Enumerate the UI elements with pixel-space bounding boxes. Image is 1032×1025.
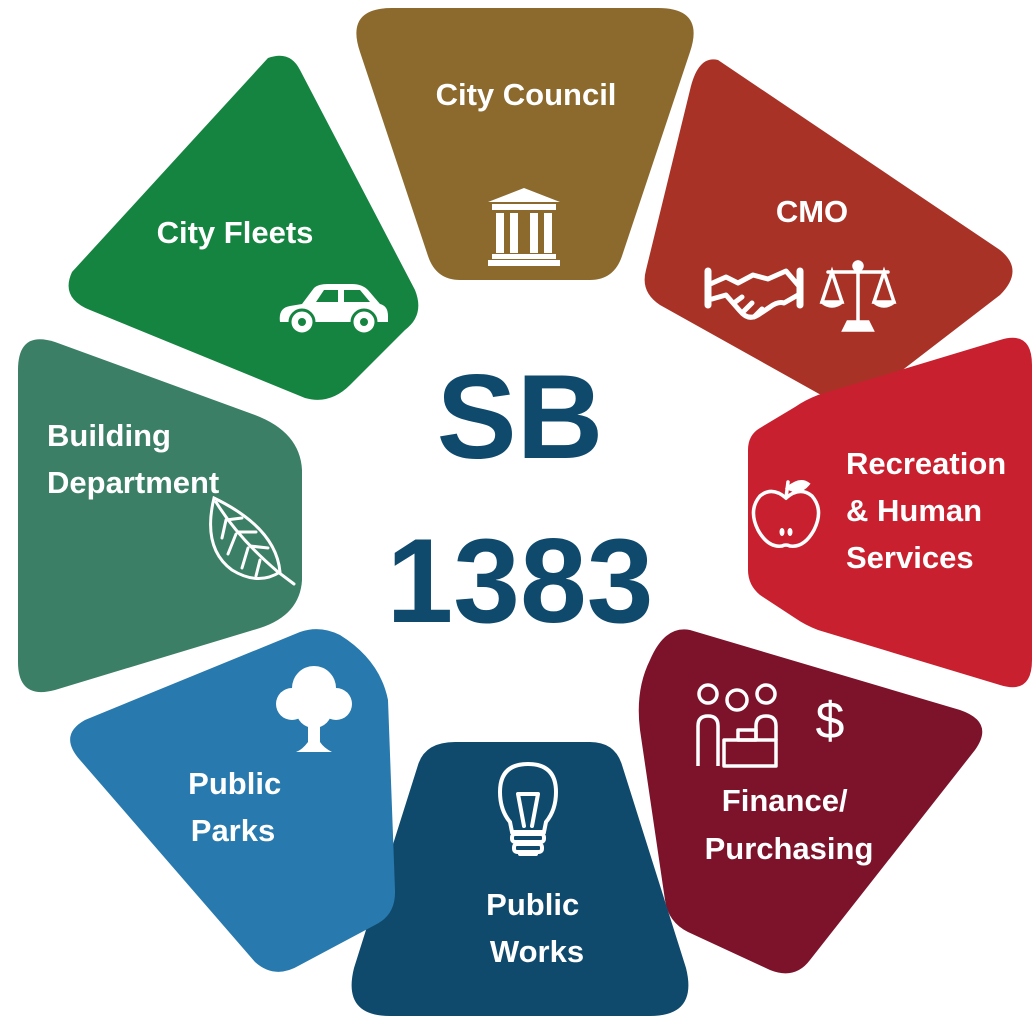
handshake-icon bbox=[704, 267, 804, 320]
segment-recreation-shape bbox=[748, 337, 1032, 688]
dollar-icon: $ bbox=[816, 692, 845, 750]
tree-icon bbox=[276, 666, 352, 752]
courthouse-icon bbox=[488, 188, 560, 266]
scales-icon bbox=[819, 260, 897, 332]
segment-cmo-shape bbox=[644, 59, 1013, 405]
segment-building bbox=[18, 339, 302, 693]
segment-finance bbox=[638, 629, 983, 974]
segment-public-works-shape bbox=[351, 742, 689, 1016]
segment-city-council-shape bbox=[356, 8, 694, 280]
segment-building-shape bbox=[18, 339, 302, 693]
label-public-works: Public Works bbox=[486, 887, 588, 969]
lightbulb-icon bbox=[497, 761, 559, 856]
label-city-fleets: City Fleets bbox=[157, 215, 314, 250]
label-city-council: City Council bbox=[436, 77, 617, 112]
segment-cmo bbox=[644, 59, 1013, 405]
label-building: Building Department bbox=[47, 418, 219, 500]
cashier-dollar-icon: $ bbox=[696, 683, 845, 768]
cashier-icon bbox=[696, 683, 778, 768]
apple-icon bbox=[751, 480, 821, 548]
handshake-scales-icon bbox=[704, 260, 897, 332]
segment-finance-shape bbox=[638, 629, 983, 974]
leaf-icon bbox=[209, 495, 296, 586]
center-title-sb: SB bbox=[437, 350, 604, 484]
label-finance: Finance/ Purchasing bbox=[705, 783, 874, 866]
segment-recreation bbox=[748, 337, 1032, 688]
segment-city-council bbox=[356, 8, 694, 280]
label-recreation: Recreation & Human Services bbox=[846, 446, 1015, 575]
segment-public-works bbox=[351, 742, 689, 1016]
car-icon bbox=[279, 284, 388, 336]
label-public-parks: Public Parks bbox=[188, 766, 290, 848]
center-title-number: 1383 bbox=[387, 514, 654, 648]
label-cmo: CMO bbox=[776, 194, 848, 229]
